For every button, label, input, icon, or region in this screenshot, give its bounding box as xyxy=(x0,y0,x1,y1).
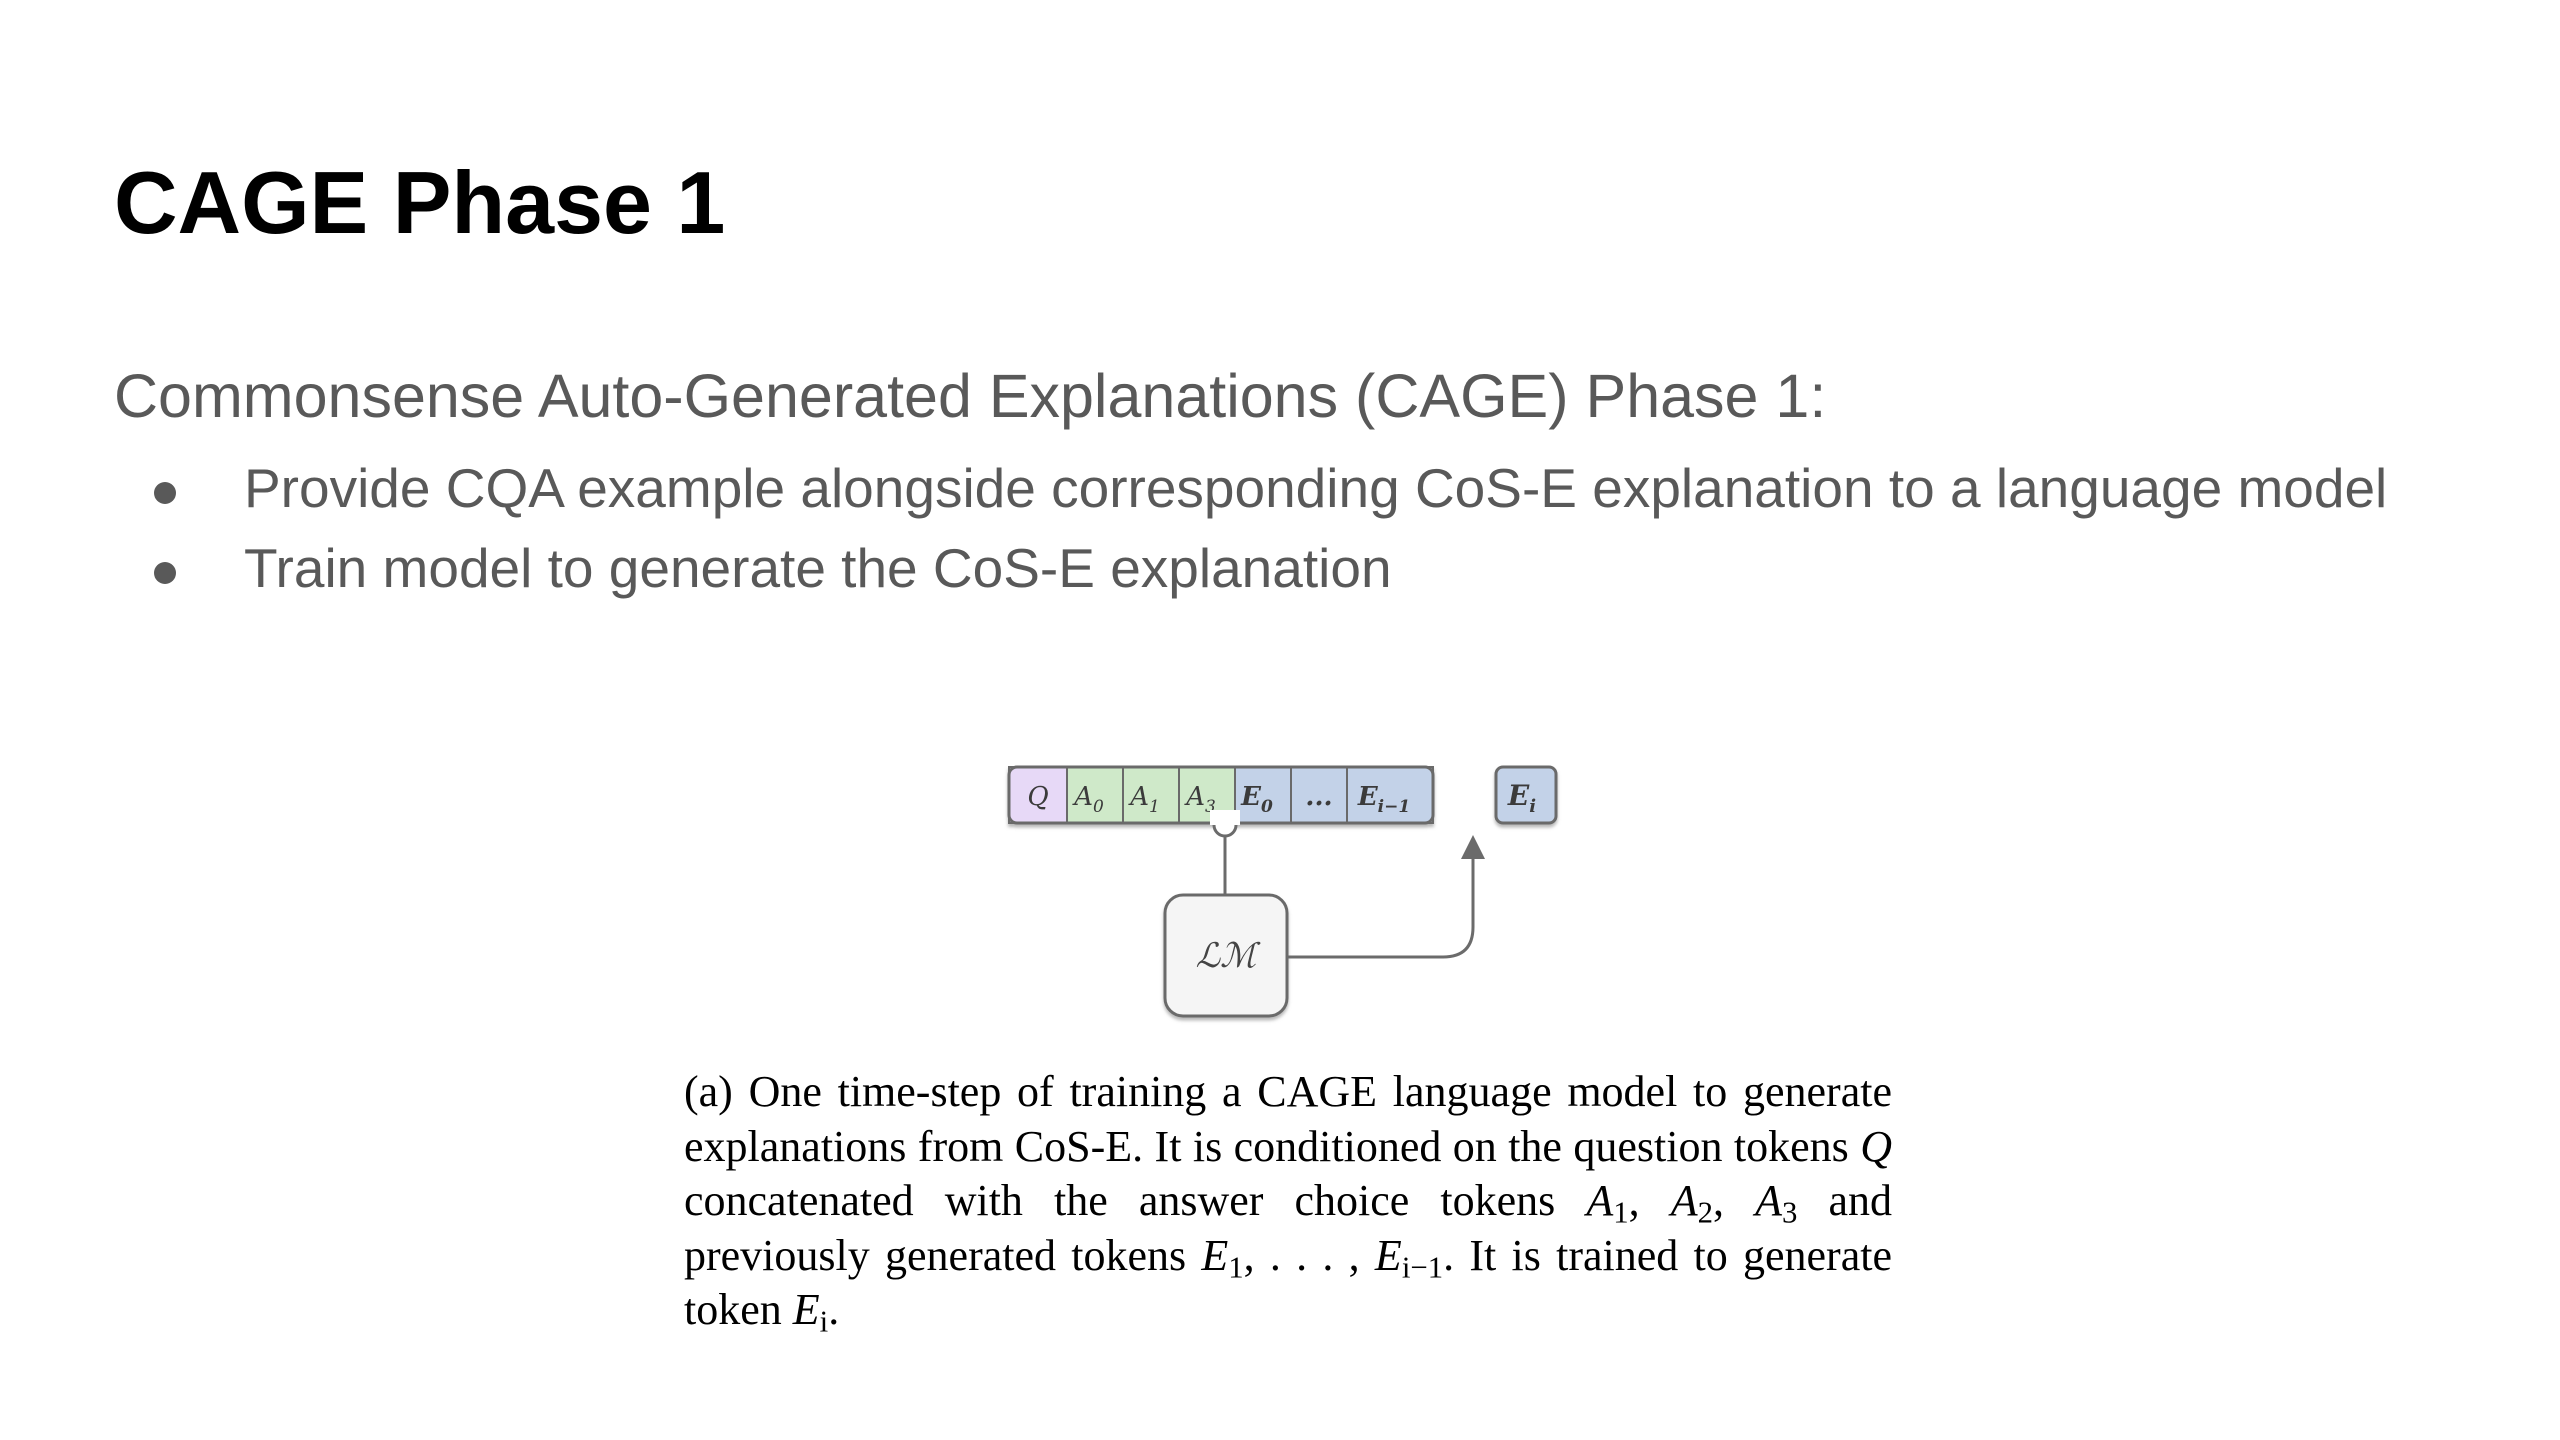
slide-title: CAGE Phase 1 xyxy=(114,153,726,252)
token-label: E0 xyxy=(1240,782,1273,817)
bullet-item: Train model to generate the CoS-E explan… xyxy=(114,528,2394,608)
token-label: Ei−1 xyxy=(1357,782,1410,817)
lm-label: ℒℳ xyxy=(1196,936,1261,976)
connector-mask xyxy=(1210,810,1240,825)
output-token: Ei xyxy=(1494,765,1558,825)
token-label: ... xyxy=(1305,782,1332,812)
slide-subtitle: Commonsense Auto-Generated Explanations … xyxy=(114,362,1827,430)
output-token-label: Ei xyxy=(1507,779,1536,817)
token-label: A0 xyxy=(1072,782,1104,817)
arrow-head xyxy=(1461,835,1485,859)
bullet-list: Provide CQA example alongside correspond… xyxy=(114,448,2394,608)
token-label: A1 xyxy=(1128,782,1160,817)
figure-caption: (a) One time-step of training a CAGE lan… xyxy=(684,1067,1893,1339)
bullet-item: Provide CQA example alongside correspond… xyxy=(114,448,2394,528)
cage-diagram: Q A0 A1 A3 E0... Ei−1 ℒℳ Ei xyxy=(1007,765,1558,1018)
output-arrow xyxy=(1287,855,1475,959)
token-label: Q xyxy=(1027,782,1048,812)
token-label: A3 xyxy=(1184,782,1216,817)
